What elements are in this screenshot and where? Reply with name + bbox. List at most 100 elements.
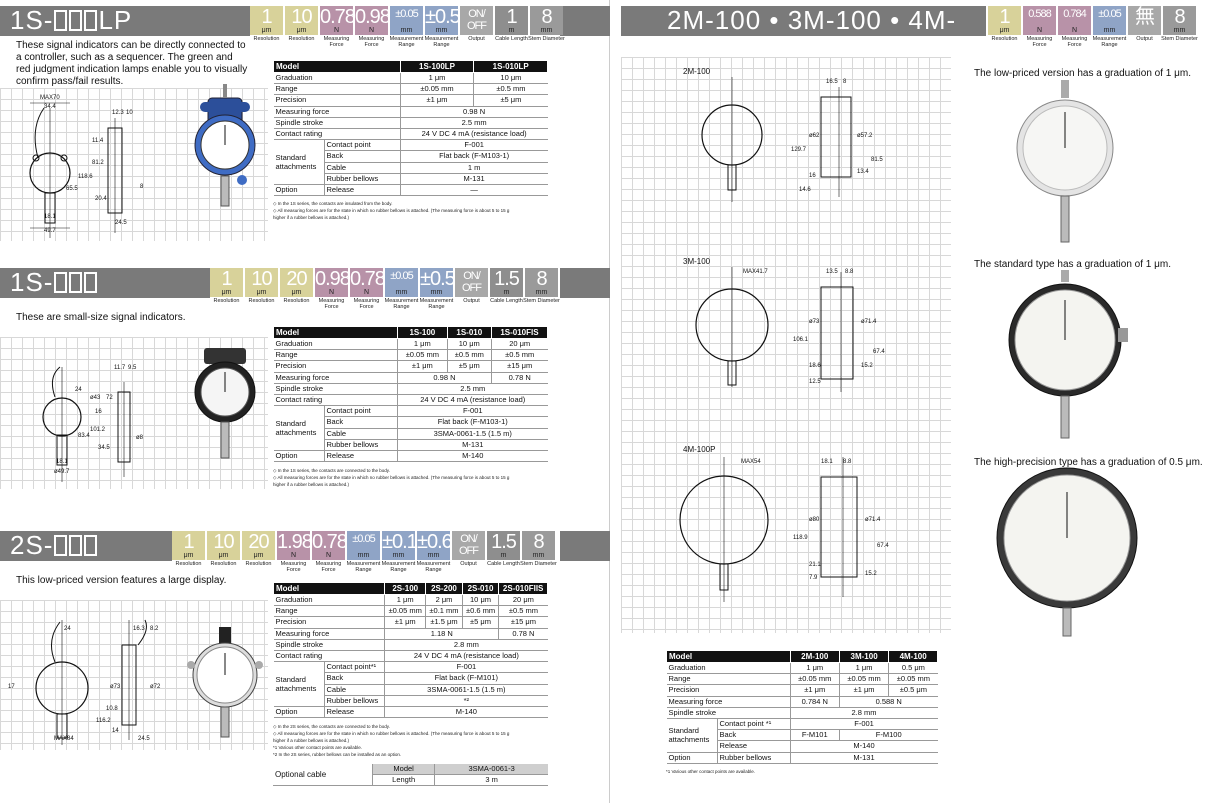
- table-header-cell: Model: [272, 582, 386, 595]
- table-cell: ±5 μm: [473, 94, 548, 107]
- dim-label: ø72: [150, 684, 161, 690]
- spec-label: Measuring Force: [318, 298, 345, 310]
- dimension-drawing-2s: [35, 619, 147, 745]
- table-cell: 1 μm: [384, 594, 426, 607]
- spec-unit: mm: [532, 552, 545, 559]
- note-line: ◇ In the 1S series, the contacts are con…: [273, 468, 390, 473]
- spec-unit: mm: [427, 552, 440, 559]
- table-header-cell: 4M-100: [888, 650, 938, 663]
- drawing-area-1s-lp: MAX70 34.4 12.3 10 11.4 81.2 118.6 65.5 …: [0, 88, 268, 241]
- dim-label: MAX84: [54, 736, 74, 742]
- table-cell: 10 μm: [473, 72, 548, 85]
- table-cell: Option: [273, 450, 324, 463]
- table-cell: 0.784 N: [789, 696, 840, 708]
- section-header-2s: 2S-: [0, 530, 172, 561]
- spec-label: Output: [460, 561, 477, 567]
- table-cell: ±5 μm: [461, 616, 499, 629]
- table-cell: 20 μm: [498, 594, 548, 607]
- model-label-4m: 4M-100P: [683, 445, 716, 454]
- table-header-cell: 2M-100: [789, 650, 840, 663]
- spec-label: Resolution: [283, 298, 310, 304]
- table-cell: Precision: [273, 616, 385, 629]
- dim-label: 34.5: [98, 445, 110, 451]
- spec-label: Measurement Range: [416, 561, 451, 573]
- table-cell: Contact point: [323, 139, 401, 152]
- table-cell: Cable: [323, 684, 385, 696]
- dim-label: 8.8: [845, 269, 854, 275]
- spec-value: ON/ OFF: [462, 270, 482, 294]
- model-label-3m: 3M-100: [683, 257, 711, 266]
- table-cell: ±0.6 mm: [461, 605, 499, 618]
- notes-m-series: *1 Various other contact points are avai…: [666, 768, 946, 775]
- table-header-cell: 1S-010: [446, 326, 492, 339]
- table-cell: Range: [666, 673, 791, 686]
- dim-label: 81.5: [871, 157, 883, 163]
- table-cell: ±0.05 mm: [399, 83, 474, 96]
- spec-unit: μm: [218, 552, 229, 559]
- spec-label: Resolution: [175, 561, 202, 567]
- dim-label: ø73: [809, 319, 820, 325]
- note-line: ◇ All measuring forces are for the state…: [273, 731, 510, 736]
- spec-unit: mm: [357, 552, 370, 559]
- dim-label: 16: [809, 173, 816, 179]
- dim-label: 17: [8, 684, 15, 690]
- table-header-cell: Model: [272, 326, 399, 339]
- table-cell: 0.588 N: [838, 696, 938, 708]
- spec-unit: μm: [221, 289, 232, 296]
- dim-label: 16: [95, 409, 102, 415]
- table-cell: Spindle stroke: [273, 383, 398, 395]
- table-cell: Standard attachments: [273, 661, 324, 707]
- table-header-cell: 2S-010: [461, 582, 500, 595]
- table-header-cell: 1S-010LP: [473, 60, 548, 73]
- table-cell: M-131: [789, 752, 938, 764]
- dim-label: ø73: [110, 684, 121, 690]
- dim-label: 20.4: [95, 196, 107, 202]
- spec-label: Measuring Force: [353, 298, 380, 310]
- table-cell: Contact rating: [273, 128, 401, 141]
- dim-label: 10: [126, 110, 133, 116]
- table-cell: Graduation: [273, 594, 385, 607]
- table-cell: 1.18 N: [384, 628, 499, 640]
- dim-label: 118.9: [793, 535, 808, 541]
- note-line: *1 Various other contact points are avai…: [666, 769, 755, 774]
- table-cell: ±0.5 μm: [888, 684, 938, 697]
- dim-label: 24: [64, 626, 71, 632]
- dim-label: 18.1: [821, 459, 833, 465]
- note-line: higher if a rubber bellows is attached.): [273, 482, 350, 487]
- spec-label: Resolution: [288, 36, 315, 42]
- note-line: ◇ All measuring forces are for the state…: [273, 208, 510, 213]
- spec-value: 1.98: [277, 531, 313, 553]
- description-2s: This low-priced version features a large…: [16, 575, 227, 586]
- dim-label: 11.4: [92, 138, 104, 144]
- notes-1s-lp: ◇ In the 1S series, the contacts are ins…: [273, 200, 563, 221]
- spec-label: Measurement Range: [346, 561, 381, 573]
- table-cell: ±5 μm: [446, 360, 492, 373]
- table-header-cell: 1S-010FIS: [490, 326, 549, 339]
- table-cell: Standard attachments: [273, 405, 324, 451]
- dim-label: 118.6: [78, 174, 93, 180]
- indicator-photo-2m: [1016, 80, 1114, 243]
- table-cell: 1 μm: [838, 662, 889, 675]
- dim-label: 7.9: [809, 575, 818, 581]
- spec-value: 0.98: [315, 268, 351, 290]
- spec-value: ±0.05: [390, 270, 413, 282]
- spec-label: Cable Length: [495, 36, 528, 42]
